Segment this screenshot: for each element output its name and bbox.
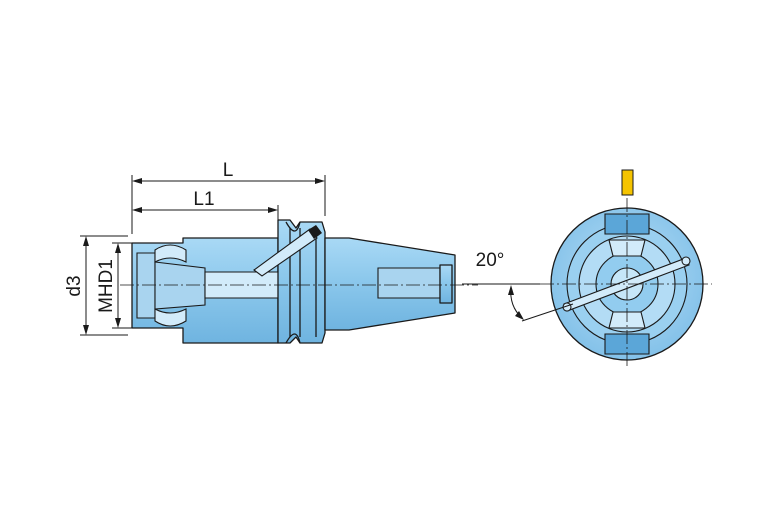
dim-l-label: L — [223, 160, 234, 181]
orientation-mark — [621, 169, 634, 196]
dim-d3-arrow-top — [83, 236, 89, 246]
retention-slot — [377, 267, 441, 299]
angle-leader-line — [521, 303, 574, 322]
dim-mhd1-label: MHD1 — [96, 259, 117, 313]
side-view: L L1 d3 MHD1 — [64, 160, 478, 344]
dim-l-arrow-right — [315, 178, 325, 184]
coolant-hole-end-2 — [681, 256, 691, 266]
clamp-ring-top — [154, 244, 187, 263]
dim-mhd1-arrow-bottom — [115, 318, 121, 328]
bore-plug — [308, 225, 322, 239]
flange-groove-bottom — [285, 333, 301, 344]
clamp-ring-bottom — [154, 308, 187, 327]
dim-l-arrow-left — [132, 178, 142, 184]
dim-mhd1-arrow-top — [115, 243, 121, 253]
angle-arrow-top — [508, 285, 514, 295]
bore-face — [136, 252, 156, 319]
front-view: 20° — [462, 169, 712, 368]
dim-l1-arrow-right — [268, 207, 278, 213]
angle-label: 20° — [476, 250, 505, 271]
retention-knob-seat — [439, 264, 453, 304]
flange-groove-top — [285, 221, 301, 232]
internal-bore — [154, 261, 206, 310]
diagonal-bore — [253, 228, 318, 277]
dim-d3-arrow-bottom — [83, 325, 89, 335]
dim-d3-label: d3 — [64, 275, 85, 296]
dim-l1-arrow-left — [132, 207, 142, 213]
angle-arrow-bottom — [515, 311, 524, 320]
dim-l1-label: L1 — [193, 189, 214, 210]
